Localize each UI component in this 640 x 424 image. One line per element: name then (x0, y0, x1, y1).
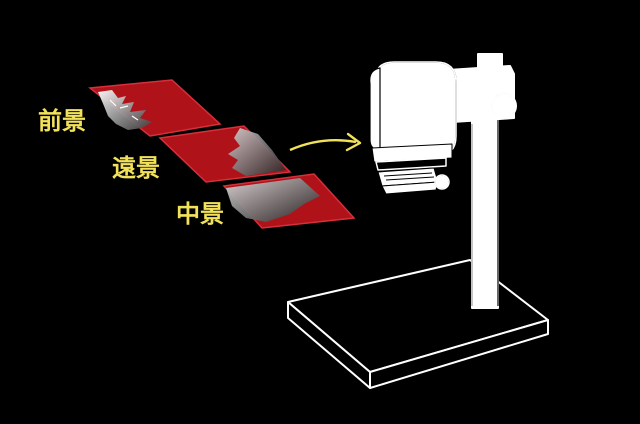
enlarger-column (472, 118, 498, 308)
label-midground: 中景 (176, 200, 224, 228)
enlarger-lamp-housing (374, 62, 456, 158)
film-layer-foreground (90, 80, 220, 136)
label-background: 遠景 (112, 154, 160, 182)
background-image (228, 128, 286, 176)
label-foreground: 前景 (38, 107, 86, 135)
arrow-icon (290, 134, 360, 150)
enlarger-baseboard (288, 260, 548, 372)
film-layer-background (160, 126, 290, 182)
film-layer-midground (224, 174, 354, 228)
